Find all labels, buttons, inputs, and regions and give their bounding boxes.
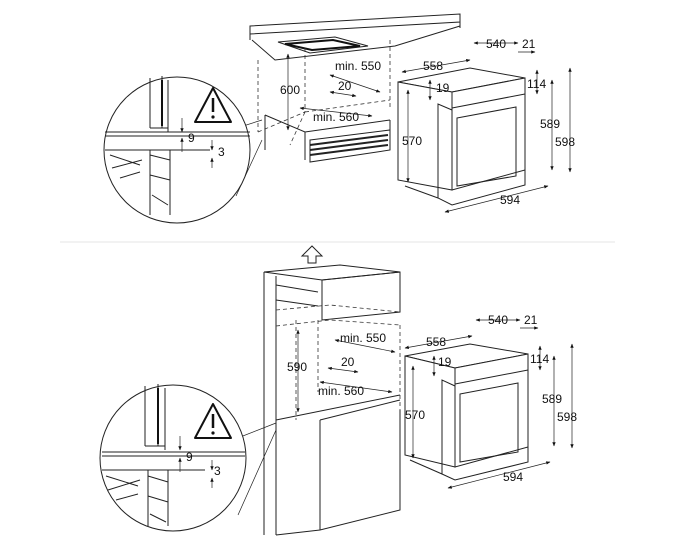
dim-114-b: 114 [530, 352, 549, 366]
dim-min-550-b: min. 550 [340, 331, 386, 345]
dim-114: 114 [527, 77, 546, 91]
dim-540-b: 540 [488, 313, 508, 327]
dim-21: 21 [522, 37, 536, 51]
dim-558-b: 558 [426, 335, 446, 349]
arrow-up-icon [300, 245, 324, 264]
warning-triangle-icon [194, 87, 232, 123]
detail-circle-top: 9 3 [103, 76, 263, 224]
oven-bottom [404, 343, 529, 481]
top-installation: 600 min. 550 20 min. 560 540 21 558 [103, 13, 575, 224]
cabinet-dimensions-bottom: 590 min. 550 20 min. 560 [287, 329, 396, 413]
dim-19-b: 19 [438, 355, 452, 369]
dim-570-b: 570 [405, 408, 425, 422]
dim-20-b: 20 [341, 355, 355, 369]
dim-9: 9 [188, 131, 195, 145]
oven-dimensions-top: 540 21 558 19 114 570 589 598 594 [401, 37, 575, 213]
dim-589-b: 589 [542, 392, 562, 406]
tall-cabinet [263, 264, 401, 536]
dim-570: 570 [402, 134, 422, 148]
dim-594: 594 [500, 193, 520, 207]
warning-triangle-icon [194, 403, 232, 439]
oven-dimensions-bottom: 540 21 558 19 114 570 589 598 594 [404, 313, 577, 489]
dim-598-b: 598 [557, 410, 577, 424]
dim-20: 20 [338, 79, 352, 93]
bottom-installation: 590 min. 550 20 min. 560 540 21 558 [99, 245, 577, 536]
dim-min-550: min. 550 [335, 59, 381, 73]
worktop [249, 13, 461, 61]
dim-558: 558 [423, 59, 443, 73]
dim-19: 19 [436, 81, 450, 95]
dim-3-b: 3 [214, 464, 221, 478]
dim-589: 589 [540, 117, 560, 131]
dim-594-b: 594 [503, 470, 523, 484]
dim-540: 540 [486, 37, 506, 51]
dim-590: 590 [287, 360, 307, 374]
dim-3: 3 [218, 145, 225, 159]
dim-598: 598 [555, 135, 575, 149]
dim-21-b: 21 [524, 313, 538, 327]
dim-600: 600 [280, 83, 300, 97]
dim-9-b: 9 [186, 450, 193, 464]
dim-min-560-b: min. 560 [318, 384, 364, 398]
cabinet-dimensions: 600 min. 550 20 min. 560 [280, 53, 381, 131]
dim-min-560: min. 560 [313, 110, 359, 124]
detail-circle-bottom: 9 3 [99, 384, 277, 532]
